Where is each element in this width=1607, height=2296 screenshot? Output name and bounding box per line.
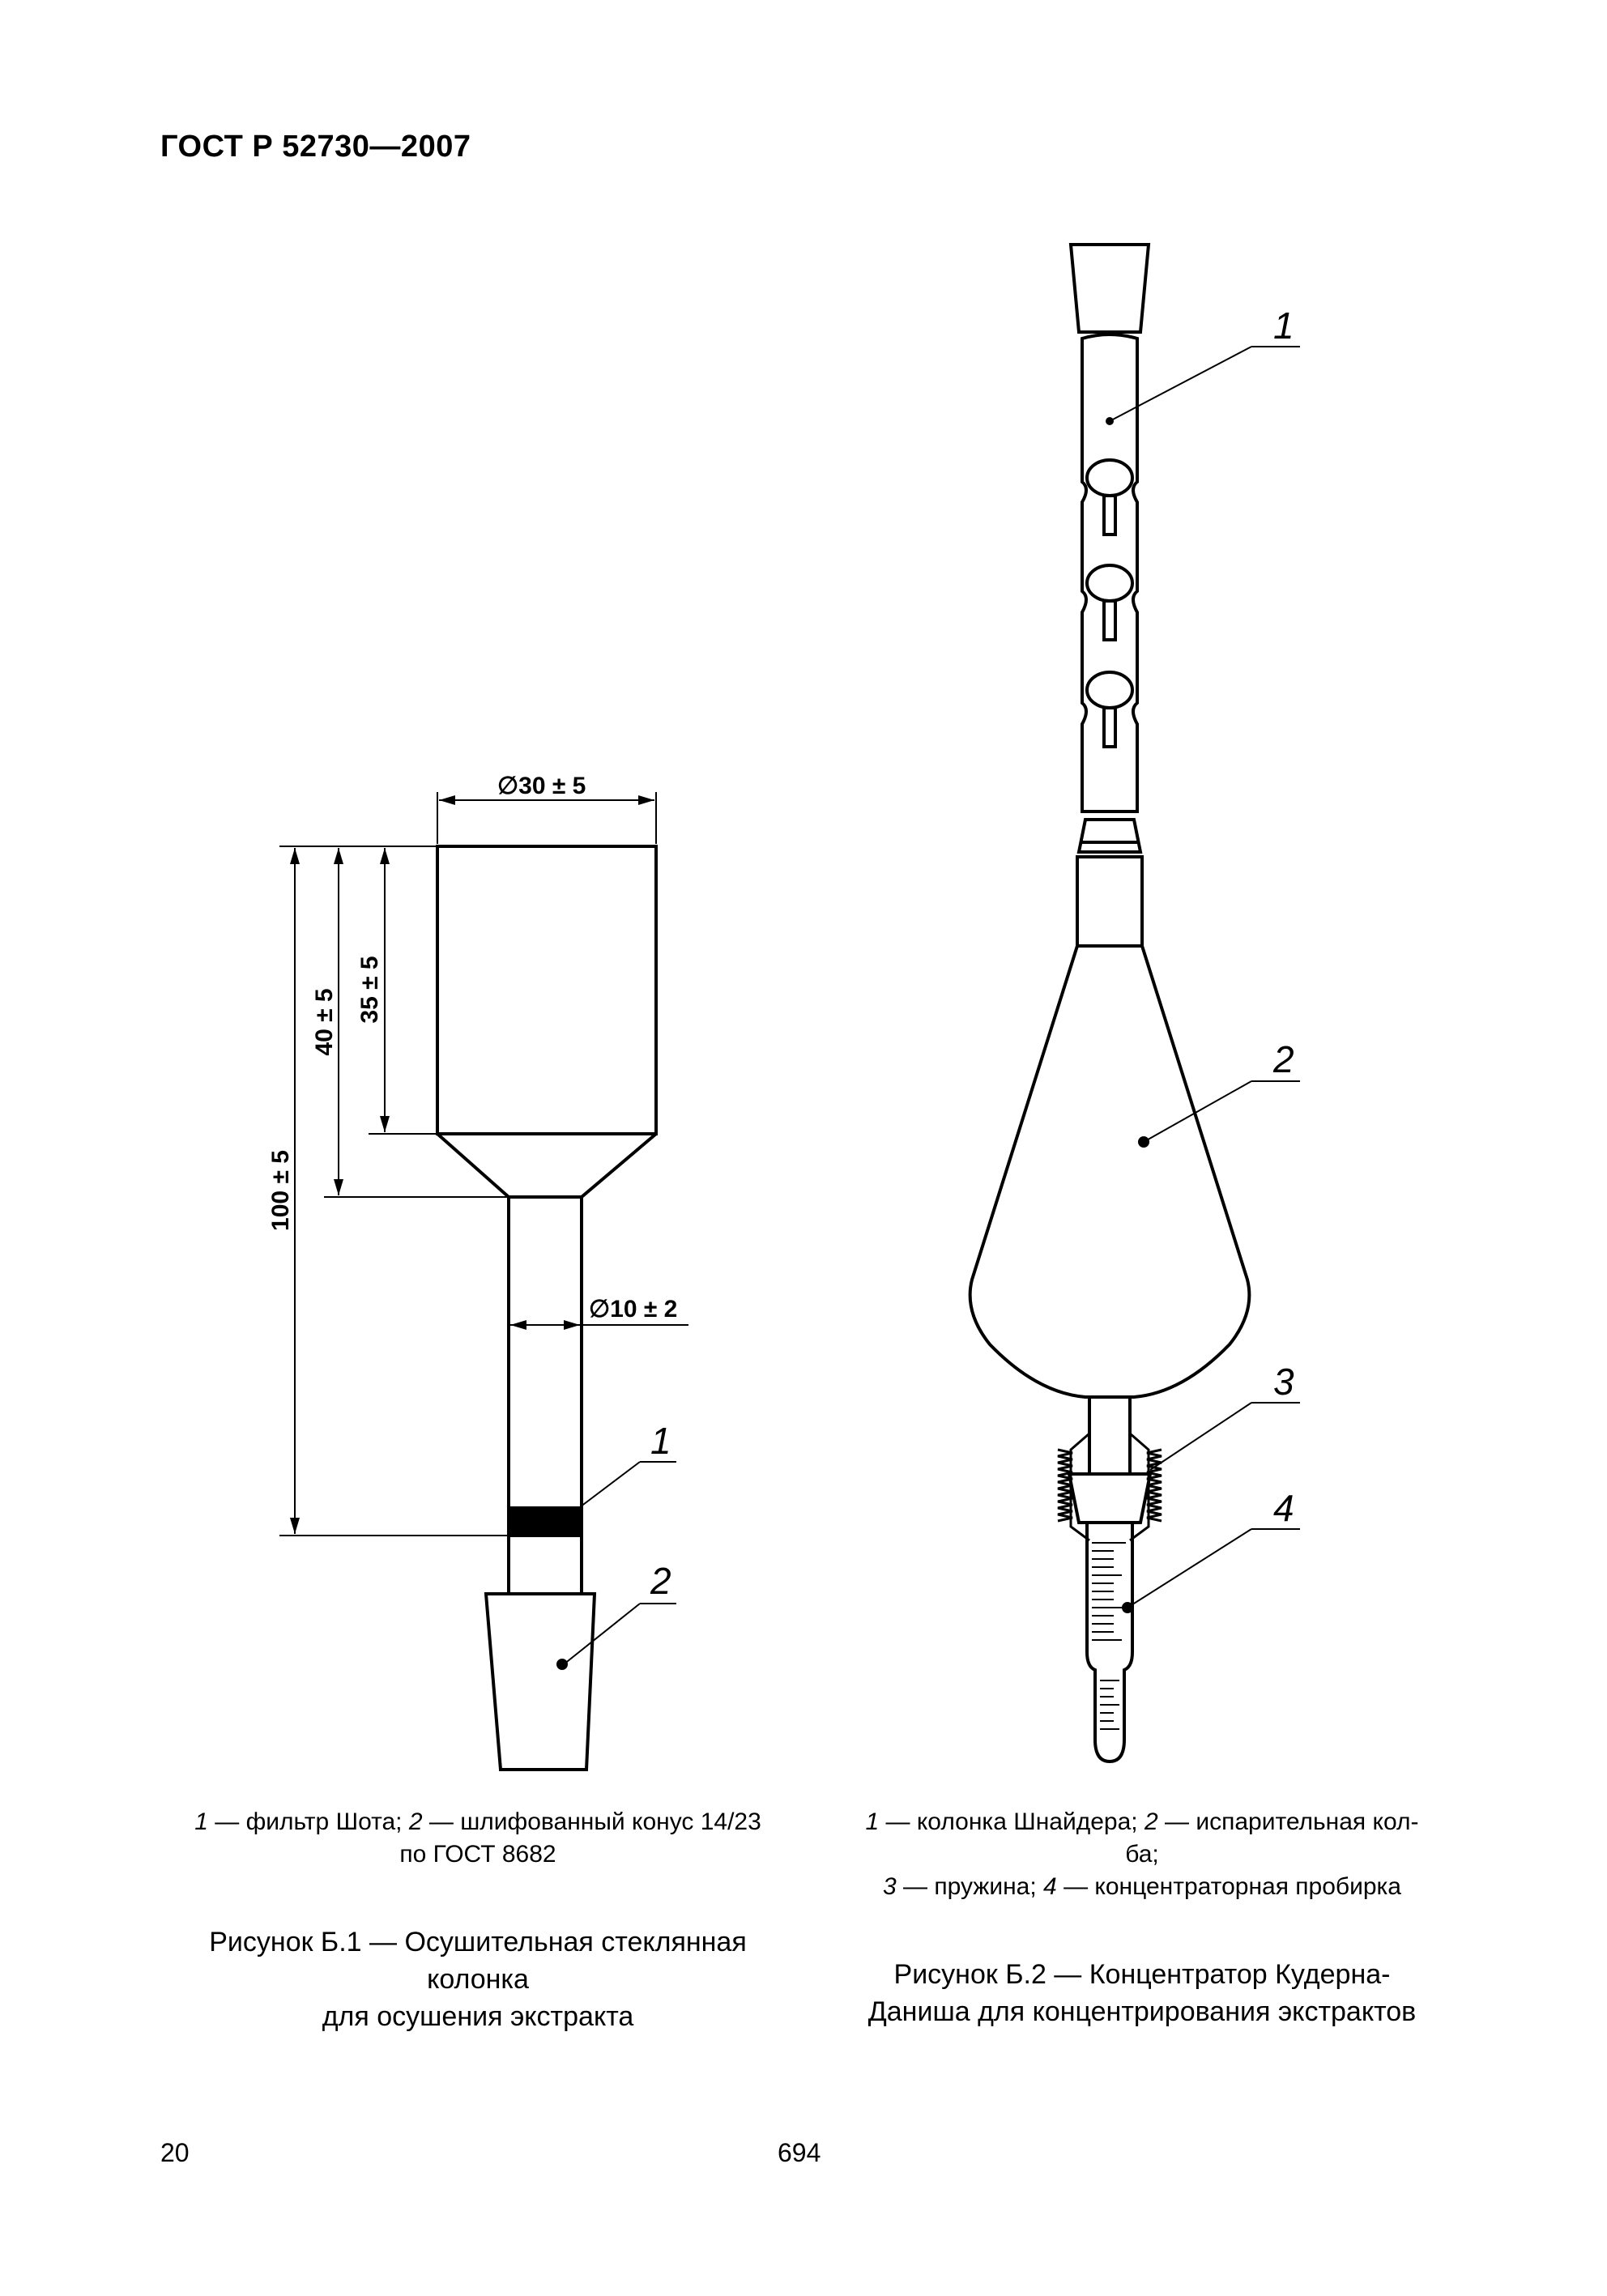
tube-graduations	[1092, 1542, 1126, 1730]
figure-2-callout-labels: 1 2 3 4	[1272, 305, 1294, 1529]
snyder-tube-1	[1102, 494, 1117, 536]
dim-100: 100 ± 5	[267, 1150, 294, 1231]
flask-neck	[1076, 855, 1144, 948]
figure-1-dimension-labels: ∅30 ± 5 ∅10 ± 2 35 ± 5 40 ± 5 100 ± 5 1 …	[267, 773, 677, 1602]
figure-2-legend-line-3: 3 — пружина; 4 — концентраторная пробирк…	[883, 1873, 1401, 1900]
figure-1-drying-column	[436, 845, 658, 1771]
callout-4-fig2: 4	[1273, 1487, 1294, 1529]
snyder-tube-3	[1102, 706, 1117, 748]
figure-2-title: Рисунок Б.2 — Концентратор Кудерна- Дани…	[867, 1959, 1417, 2027]
dim-35: 35 ± 5	[356, 956, 383, 1023]
figure-1-legend-line-1: 1 — фильтр Шота; 2 — шлифованный конус 1…	[194, 1808, 761, 1835]
callout-1-fig2: 1	[1273, 305, 1294, 347]
snyder-ball-1	[1085, 458, 1134, 497]
evaporation-flask	[968, 945, 1251, 1399]
callout-2-fig1: 2	[650, 1560, 671, 1602]
snyder-tube-2	[1102, 599, 1117, 641]
figure-1-legend: 1 — фильтр Шота; 2 — шлифованный конус 1…	[154, 1806, 802, 1871]
tube-joint	[1067, 1472, 1153, 1524]
snyder-top-funnel	[1068, 243, 1151, 334]
figure-1-legend-line-2: по ГОСТ 8682	[399, 1841, 556, 1868]
center-number: 694	[778, 2138, 821, 2167]
figure-1-title: Рисунок Б.1 — Осушительная стеклянная ко…	[209, 1927, 747, 2032]
callout-3-fig2: 3	[1273, 1361, 1294, 1403]
page-number: 20	[160, 2138, 190, 2167]
figure-1-dimensions	[279, 792, 688, 1665]
cone-point	[556, 1659, 568, 1670]
schott-filter	[507, 1506, 583, 1537]
column-reservoir	[436, 845, 658, 1135]
figure-2-legend-line-2: ба;	[1125, 1841, 1159, 1868]
dim-40: 40 ± 5	[311, 988, 338, 1055]
callout-1-fig1: 1	[650, 1420, 671, 1462]
figure-2-legend: 1 — колонка Шнайдера; 2 — испарительная …	[818, 1806, 1466, 1903]
figure-2-legend-line-1: 1 — колонка Шнайдера; 2 — испарительная …	[865, 1808, 1419, 1835]
snyder-joint	[1076, 818, 1143, 854]
figure-2-concentrator	[968, 243, 1251, 1764]
dim-top-diameter: ∅30 ± 5	[497, 773, 586, 799]
document-header: ГОСТ Р 52730—2007	[160, 130, 471, 164]
callout-2-fig2: 2	[1272, 1038, 1294, 1080]
figure-2-leaders	[1106, 346, 1300, 1608]
column-funnel	[436, 1132, 658, 1199]
snyder-column	[1081, 333, 1139, 813]
concentrator-tube	[1085, 1523, 1134, 1764]
snyder-ball-2	[1085, 564, 1134, 603]
dim-stem-diameter: ∅10 ± 2	[589, 1296, 677, 1323]
snyder-ball-3	[1085, 671, 1134, 709]
ground-cone	[484, 1592, 597, 1771]
